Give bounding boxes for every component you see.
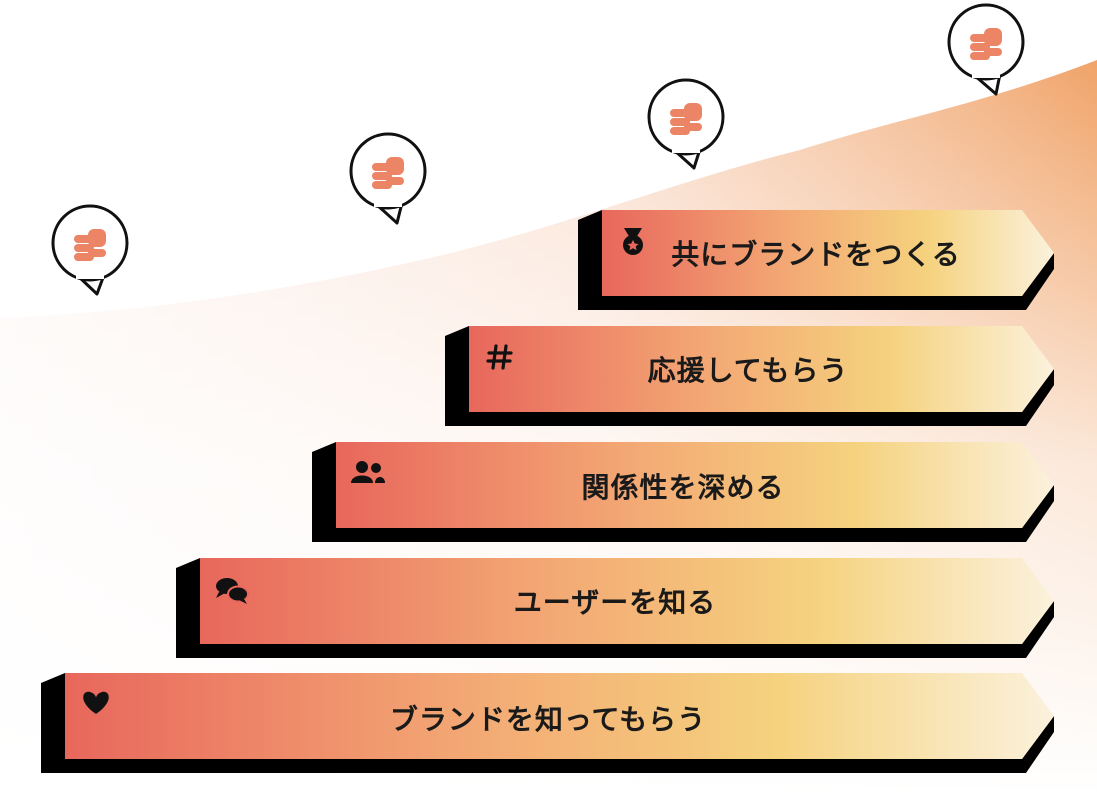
- location-pin-4: [947, 3, 1025, 96]
- step-2-shadow: [176, 558, 1054, 658]
- background-wave-fade: [0, 60, 1097, 795]
- coins-icon: [74, 229, 106, 261]
- step-3: [312, 442, 1054, 542]
- coins-icon: [970, 28, 1002, 60]
- step-2: [176, 558, 1054, 658]
- step-1: [41, 673, 1054, 773]
- steps-layer: [41, 210, 1054, 773]
- step-4-shadow: [445, 326, 1054, 426]
- heart-icon: [83, 691, 109, 714]
- step-3-shadow: [312, 442, 1054, 542]
- step-3-face: [336, 442, 1054, 528]
- users-icon: [351, 461, 385, 483]
- step-1-shadow: [41, 673, 1054, 773]
- location-pin-3: [647, 78, 725, 170]
- step-2-face: [200, 558, 1054, 644]
- coins-icon: [372, 157, 404, 189]
- location-pin-2: [349, 132, 427, 225]
- location-pin-1: [51, 204, 129, 296]
- coins-icon: [670, 103, 702, 135]
- step-5-shadow: [578, 210, 1054, 310]
- step-5: [578, 210, 1054, 310]
- step-1-face: [65, 673, 1054, 759]
- step-5-label: 共にブランドをつくる: [671, 238, 961, 271]
- step-1-label: ブランドを知ってもらう: [389, 703, 707, 736]
- chat-bubbles-icon: [216, 578, 249, 604]
- step-4-face: [469, 326, 1054, 412]
- step-3-label: 関係性を深める: [581, 471, 785, 504]
- pins-layer: [51, 3, 1025, 296]
- step-2-label: ユーザーを知る: [513, 586, 717, 619]
- step-5-face: [602, 210, 1054, 296]
- medal-icon: [623, 228, 643, 255]
- step-4-label: 応援してもらう: [647, 354, 849, 387]
- step-4: [445, 326, 1054, 426]
- hashtag-icon: [486, 344, 513, 370]
